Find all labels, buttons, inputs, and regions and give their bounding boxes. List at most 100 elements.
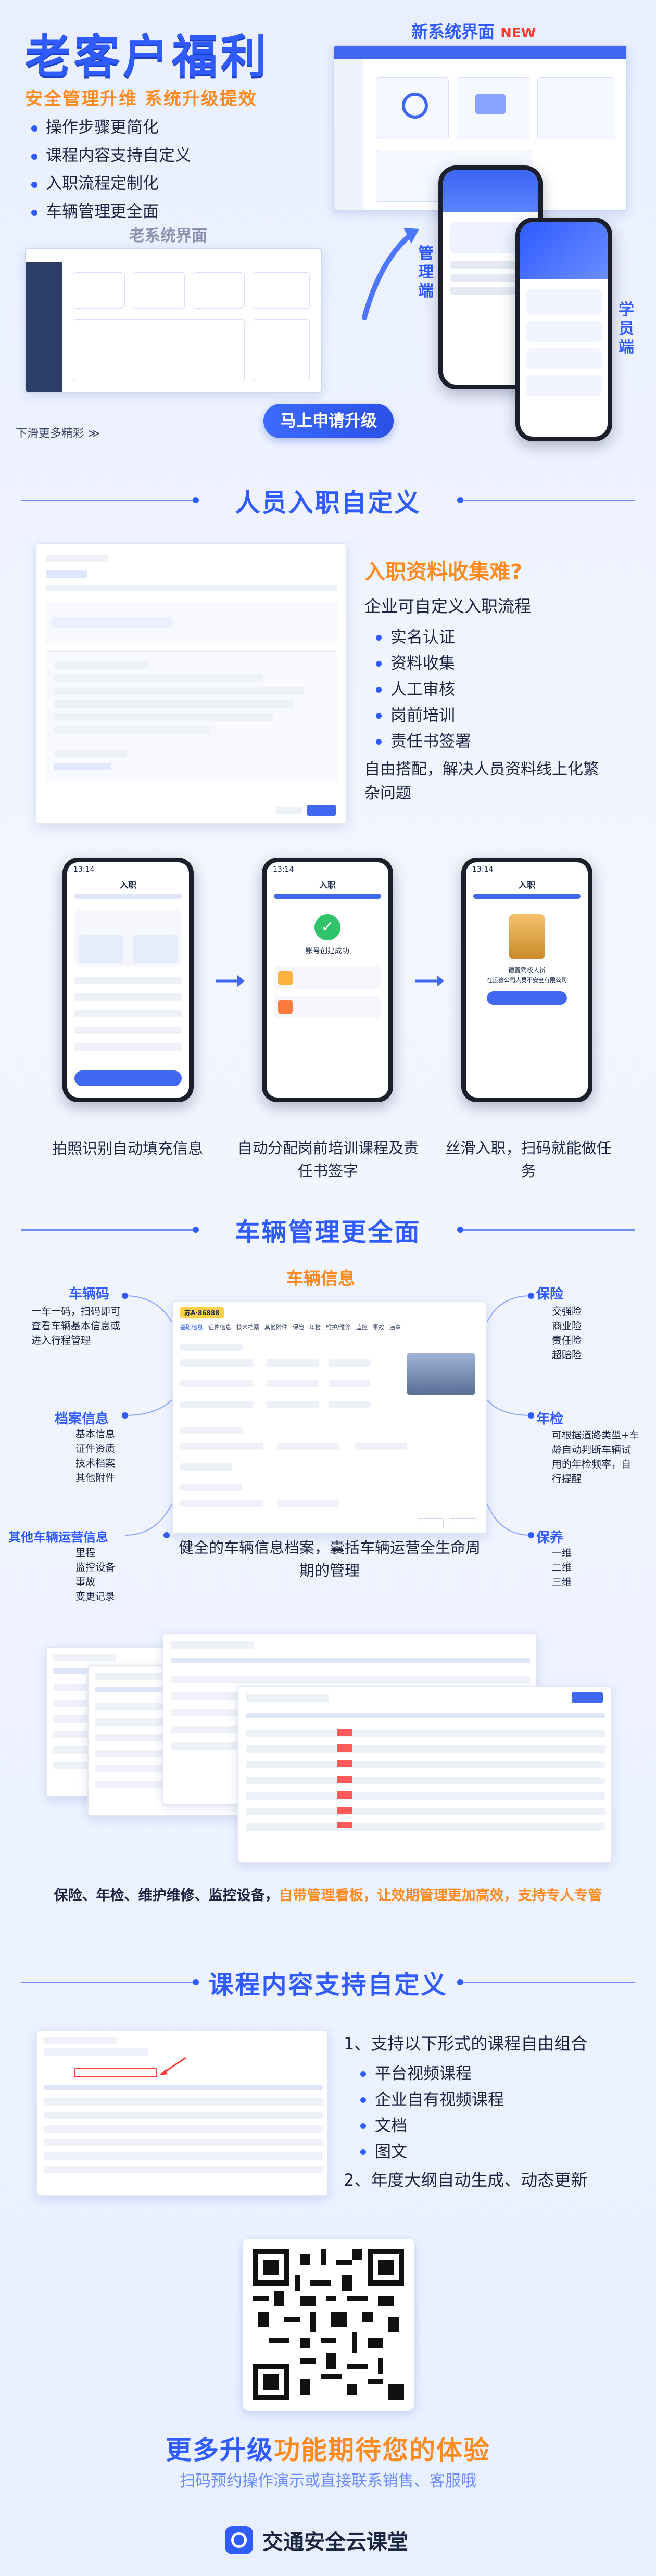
- course-item-list: 平台视频课程 企业自有视频课程 文档 图文: [359, 2061, 504, 2165]
- course-item: 平台视频课程: [359, 2061, 504, 2087]
- vehicle-group-desc: 一车一码，扫码即可查看车辆基本信息或进入行程管理: [31, 1306, 121, 1346]
- footer-subtext: 扫码预约操作演示或直接联系销售、客服哦: [180, 2472, 476, 2490]
- hero-bullet: 入职流程定制化: [30, 170, 191, 198]
- vehicle-group-item: 其他附件: [75, 1472, 116, 1484]
- divider-dot: [457, 497, 463, 503]
- vehicle-tab[interactable]: 基础信息: [180, 1324, 203, 1331]
- phone-time: 13:14: [472, 865, 494, 874]
- vehicle-group-item: 一维: [552, 1547, 572, 1559]
- vehicle-group-item: 里程: [75, 1547, 96, 1559]
- course-point-1: 1、支持以下形式的课程自由组合: [344, 2034, 588, 2054]
- phone-caption-3: 丝滑入职，扫码就能做任务: [445, 1139, 612, 1180]
- vehicle-tab[interactable]: 违章: [389, 1324, 401, 1331]
- phone-company: 德鑫驾校人员: [508, 966, 546, 974]
- scroll-hint: 下滑更多精彩 ≫: [16, 427, 100, 440]
- course-item: 企业自有视频课程: [359, 2087, 504, 2113]
- hero-bullet: 车辆管理更全面: [30, 198, 191, 226]
- course-screenshot: [36, 2030, 328, 2196]
- admin-char: 管: [418, 245, 434, 263]
- student-side-label: 学 员 端: [616, 301, 637, 357]
- vehicle-group-item: 责任险: [552, 1335, 582, 1346]
- vehicle-note-part: 保险、年检、维护维修、监控设备，: [54, 1888, 279, 1904]
- phone-title: 入职: [518, 880, 535, 890]
- vehicle-note-highlight: 自带管理看板，让效期管理更加高效，支持专人专管: [279, 1888, 602, 1904]
- vehicle-plate: 苏A·86888: [180, 1307, 224, 1318]
- badge-medal-icon: [509, 914, 545, 959]
- onboarding-question: 入职资料收集难?: [364, 560, 523, 584]
- vehicle-info-screenshot: 苏A·86888 基础信息 证件信息 技术档案 其他附件 保险 年检 维护/维修…: [172, 1301, 487, 1534]
- vehicle-group-item: 超赔险: [552, 1349, 582, 1361]
- vehicle-bottom-note: 保险、年检、维护维修、监控设备，自带管理看板，让效期管理更加高效，支持专人专管: [0, 1884, 656, 1904]
- old-system-label: 老系统界面: [129, 227, 207, 245]
- success-check-icon: ✓: [314, 914, 340, 940]
- pointer-arrow-icon: [159, 2057, 186, 2075]
- vehicle-tab[interactable]: 证件信息: [208, 1324, 231, 1331]
- phone-caption-1: 拍照识别自动填充信息: [52, 1140, 203, 1157]
- phone-time: 13:14: [73, 865, 95, 874]
- vehicle-group-title-insurance: 保险: [536, 1286, 564, 1302]
- dashboard-screenshot-4: [237, 1686, 612, 1863]
- vehicle-group-list: 里程 监控设备 事故 变更记录: [75, 1546, 115, 1604]
- vehicle-group-title-maintenance: 保养: [536, 1530, 564, 1546]
- vehicle-group-desc: 可根据道路类型+车龄自动判断车辆试用的年检频率，自行提醒: [552, 1430, 639, 1485]
- onboarding-phone-2: 13:14 入职 ✓ 账号创建成功: [262, 858, 393, 1102]
- hero-subtitle: 安全管理升维 系统升级提效: [25, 88, 257, 109]
- vehicle-group-title-inspection: 年检: [536, 1411, 564, 1427]
- hero-bullet: 课程内容支持自定义: [30, 142, 191, 170]
- onboarding-step: 实名认证: [375, 624, 471, 651]
- student-char: 学: [619, 301, 634, 319]
- brand-name: 交通安全云课堂: [262, 2530, 408, 2554]
- footer-headline-part: 更多升级: [166, 2435, 274, 2465]
- new-system-label: 新系统界面 NEW: [411, 19, 536, 43]
- student-char: 员: [619, 320, 634, 338]
- onboarding-phone-1: 13:14 入职: [62, 858, 194, 1102]
- vehicle-group-item: 交强险: [552, 1306, 582, 1317]
- admin-char: 端: [418, 282, 434, 300]
- vehicle-tab[interactable]: 监控: [356, 1324, 368, 1331]
- divider-dot: [193, 497, 199, 503]
- brand-logo-icon: [225, 2526, 253, 2554]
- vehicle-tab[interactable]: 年检: [309, 1324, 321, 1331]
- course-item: 图文: [359, 2139, 504, 2165]
- apply-upgrade-button[interactable]: 马上申请升级: [263, 404, 394, 438]
- footer-headline: 更多升级功能期待您的体验: [0, 2429, 656, 2467]
- section-divider: [463, 1229, 635, 1231]
- divider-dot: [193, 1979, 199, 1985]
- vehicle-tab[interactable]: 保险: [293, 1324, 304, 1331]
- vehicle-group-list: 一维 二维 三维: [552, 1546, 572, 1589]
- vehicle-photo: [407, 1353, 475, 1395]
- footer-headline-highlight: 功能期待您的体验: [274, 2435, 490, 2465]
- contact-qr-code[interactable]: [243, 2239, 414, 2411]
- vehicle-group-item: 证件资质: [75, 1443, 116, 1455]
- vehicle-group-item: 变更记录: [75, 1591, 116, 1602]
- onboarding-title: 人员入职自定义: [235, 488, 421, 517]
- vehicle-tab[interactable]: 事故: [372, 1324, 384, 1331]
- arrow-right-icon: [216, 975, 245, 987]
- vehicle-group-item: 技术档案: [75, 1458, 116, 1469]
- phone-company-sub: 在运输公司人员不安全有限公司: [487, 977, 567, 984]
- vehicle-group-item: 二维: [552, 1562, 572, 1573]
- qr-code-image: [253, 2249, 404, 2400]
- onboarding-step: 岗前培训: [375, 703, 471, 729]
- section-divider: [21, 1229, 193, 1231]
- phone-title: 入职: [319, 880, 336, 890]
- vehicle-tab[interactable]: 其他附件: [264, 1324, 287, 1331]
- upgrade-arrow-icon: [362, 228, 419, 320]
- vehicle-group-list: 基本信息 证件资质 技术档案 其他附件: [75, 1427, 115, 1485]
- course-item: 文档: [359, 2113, 504, 2139]
- onboarding-phone-3: 13:14 入职 德鑫驾校人员 在运输公司人员不安全有限公司: [461, 858, 592, 1102]
- course-point-2: 2、年度大纲自动生成、动态更新: [344, 2170, 588, 2190]
- phone-time: 13:14: [273, 865, 294, 874]
- vehicle-group-title-archive: 档案信息: [55, 1411, 109, 1427]
- new-system-text: 新系统界面: [411, 22, 495, 42]
- vehicle-tab[interactable]: 技术档案: [236, 1324, 259, 1331]
- admin-side-label: 管 理 端: [415, 245, 436, 301]
- phone-title: 入职: [119, 880, 136, 890]
- onboarding-summary: 自由搭配，解决人员资料线上化繁杂问题: [364, 760, 599, 802]
- vehicle-tab[interactable]: 维护/维修: [326, 1324, 351, 1331]
- footer-brand: 交通安全云课堂: [225, 2525, 408, 2555]
- vehicle-group-list: 交强险 商业险 责任险 超赔险: [552, 1304, 582, 1362]
- hero-title: 老客户福利: [25, 30, 270, 83]
- onboarding-step: 人工审核: [375, 677, 471, 703]
- onboarding-step-list: 实名认证 资料收集 人工审核 岗前培训 责任书签署: [375, 624, 471, 755]
